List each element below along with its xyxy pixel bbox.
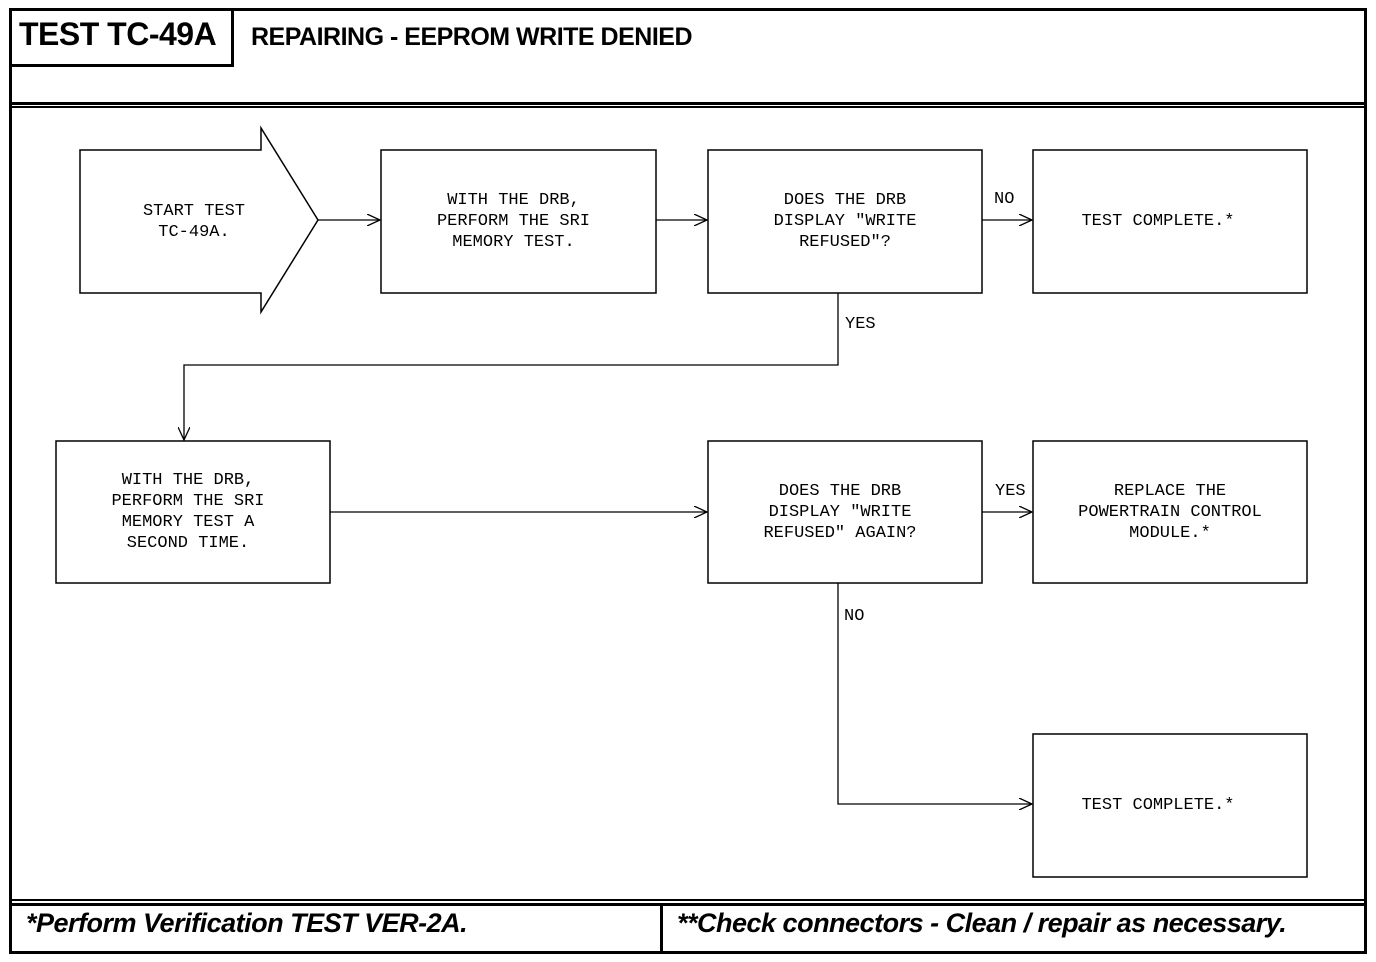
replace-box (1032, 440, 1308, 584)
decision2-no-label: NO (844, 607, 865, 626)
decision1-text: DOES THE DRB DISPLAY "WRITE REFUSED"? (773, 191, 917, 252)
header-divider (9, 102, 1367, 105)
decision2-text: DOES THE DRB DISPLAY "WRITE REFUSED" AGA… (763, 481, 917, 543)
complete2-box (1032, 733, 1308, 878)
header-divider-inner (9, 106, 1367, 108)
edge-decision1-yes (184, 293, 839, 440)
sri-test-box (380, 149, 657, 294)
page-title: REPAIRING - EEPROM WRITE DENIED (251, 23, 693, 51)
connector-note: **Check connectors - Clean / repair as n… (677, 908, 1287, 938)
decision2-yes-label: YES (995, 482, 1026, 501)
decision1-box (707, 149, 983, 294)
page-frame (9, 8, 1367, 954)
edge-decision2-no (837, 583, 1032, 804)
complete1-box (1032, 149, 1308, 294)
verification-note: *Perform Verification TEST VER-2A. (26, 908, 468, 938)
footer-divider (9, 903, 1367, 906)
test-id-box (9, 8, 234, 67)
sri-test2-step-text: WITH THE DRB, PERFORM THE SRI MEMORY TES… (111, 471, 265, 553)
sri-test2-box (55, 440, 331, 584)
start-step-text: START TEST TC-49A. (142, 201, 246, 242)
test-id: TEST TC-49A (19, 16, 217, 52)
decision2-box (707, 440, 983, 584)
complete1-text: TEST COMPLETE.* (1081, 212, 1235, 231)
decision1-yes-label: YES (845, 315, 876, 334)
footer-column-divider (660, 903, 663, 954)
sri-test-step-text: WITH THE DRB, PERFORM THE SRI MEMORY TES… (436, 191, 591, 252)
decision1-no-label: NO (994, 190, 1015, 209)
start-arrow-shape (79, 125, 319, 315)
replace-text: REPLACE THE POWERTRAIN CONTROL MODULE.* (1078, 481, 1262, 543)
footer-divider-inner (9, 899, 1367, 901)
complete2-text: TEST COMPLETE.* (1081, 796, 1235, 815)
